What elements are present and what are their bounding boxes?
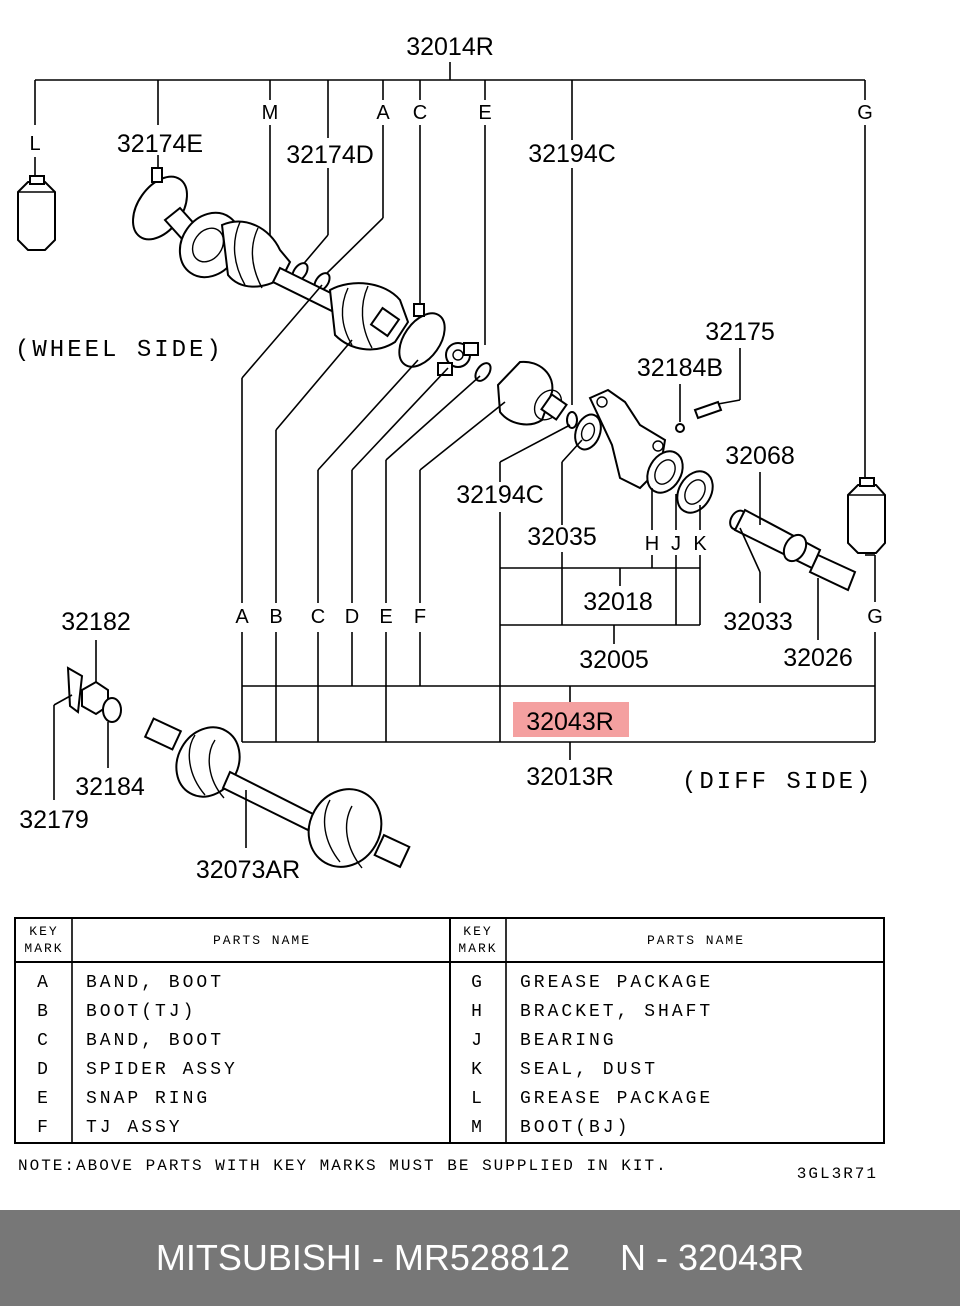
mark-B-mid: B — [269, 606, 282, 628]
grease-package-L — [17, 175, 56, 251]
upper-shaft-assembly — [132, 167, 857, 592]
table-row-name: GREASE PACKAGE — [520, 1089, 713, 1109]
table-row-key: A — [37, 973, 51, 993]
table-row-name: BOOT(TJ) — [86, 1002, 196, 1022]
table-row-name: BRACKET, SHAFT — [520, 1002, 713, 1022]
callout-32194C-top: 32194C — [528, 140, 616, 168]
mark-M-top: M — [262, 102, 279, 124]
bracket-32043R — [241, 625, 876, 742]
mark-G-top: G — [857, 102, 873, 124]
mark-E-top: E — [478, 102, 491, 124]
mark-G-mid: G — [867, 606, 883, 628]
mark-F-mid: F — [414, 606, 426, 628]
table-row-name: SEAL, DUST — [520, 1060, 658, 1080]
table-right-rows: G GREASE PACKAGE H BRACKET, SHAFT J BEAR… — [471, 973, 713, 1138]
table-row-key: F — [37, 1118, 51, 1138]
diagram-code: 3GL3R71 — [797, 1165, 878, 1183]
table-row-name: BEARING — [520, 1031, 617, 1051]
table-row-name: BAND, BOOT — [86, 973, 224, 993]
callout-32073AR: 32073AR — [196, 856, 300, 884]
mark-D-mid: D — [345, 606, 359, 628]
table-left-rows: A BAND, BOOT B BOOT(TJ) C BAND, BOOT D S… — [37, 973, 238, 1138]
bracket-32014R — [34, 62, 866, 140]
callout-32068: 32068 — [725, 442, 795, 470]
table-row-key: J — [471, 1031, 485, 1051]
callout-32005: 32005 — [579, 646, 649, 674]
footer-bar: MITSUBISHI - MR528812 N - 32043R — [0, 1210, 960, 1306]
table-header-name-right: PARTS NAME — [647, 933, 745, 948]
table-header-key-left-1: KEY — [29, 924, 58, 939]
table-row-key: D — [37, 1060, 51, 1080]
table-row-name: BAND, BOOT — [86, 1031, 224, 1051]
callout-32194C-mid: 32194C — [456, 481, 544, 509]
callout-32179: 32179 — [19, 806, 89, 834]
table-header-name-left: PARTS NAME — [213, 933, 311, 948]
nut-and-pin — [66, 666, 122, 723]
assembled-shaft-32073AR — [143, 717, 411, 869]
callout-32184B: 32184B — [637, 354, 723, 382]
footer-part-info: MITSUBISHI - MR528812 N - 32043R — [155, 1237, 805, 1278]
callout-32014R: 32014R — [406, 33, 494, 61]
table-row-key: G — [471, 973, 485, 993]
table-row-name: BOOT(BJ) — [520, 1118, 630, 1138]
mark-E-mid: E — [379, 606, 392, 628]
table-row-name: SPIDER ASSY — [86, 1060, 238, 1080]
callout-32184: 32184 — [75, 773, 145, 801]
table-row-key: L — [471, 1089, 485, 1109]
kit-note: NOTE:ABOVE PARTS WITH KEY MARKS MUST BE … — [18, 1157, 668, 1175]
table-row-key: E — [37, 1089, 51, 1109]
callout-32026: 32026 — [783, 644, 853, 672]
mark-K: K — [693, 533, 707, 555]
table-header-key-right-1: KEY — [463, 924, 492, 939]
mark-C-mid: C — [311, 606, 325, 628]
mark-A-top: A — [376, 102, 390, 124]
mark-H: H — [645, 533, 659, 555]
table-row-key: C — [37, 1031, 51, 1051]
table-header-key-left-2: MARK — [24, 941, 63, 956]
callout-32018: 32018 — [583, 588, 653, 616]
mark-L-top: L — [29, 133, 40, 155]
table-row-name: GREASE PACKAGE — [520, 973, 713, 993]
mark-J: J — [671, 533, 681, 555]
key-mark-table — [14, 917, 885, 1144]
highlight-32043R — [513, 702, 629, 737]
table-row-key: M — [471, 1118, 485, 1138]
grease-package-G — [847, 477, 886, 554]
table-row-key: K — [471, 1060, 485, 1080]
callout-32043R: 32043R — [526, 708, 614, 736]
mark-A-mid: A — [235, 606, 249, 628]
callout-32182: 32182 — [61, 608, 131, 636]
callout-32174D: 32174D — [286, 141, 374, 169]
table-header-key-right-2: MARK — [458, 941, 497, 956]
table-row-key: B — [37, 1002, 51, 1022]
callout-32035: 32035 — [527, 523, 597, 551]
diff-side-label: (DIFF SIDE) — [682, 769, 873, 796]
callout-32174E: 32174E — [117, 130, 203, 158]
callout-32013R: 32013R — [526, 763, 614, 791]
table-row-name: TJ ASSY — [86, 1118, 183, 1138]
wheel-side-label: (WHEEL SIDE) — [15, 337, 224, 364]
bracket-32013R — [242, 741, 875, 760]
mark-C-top: C — [413, 102, 427, 124]
callout-32175: 32175 — [705, 318, 775, 346]
table-row-name: SNAP RING — [86, 1089, 210, 1109]
bracket-32018 — [500, 567, 700, 586]
callout-32033: 32033 — [723, 608, 793, 636]
parts-diagram: 32014R L M A C E G 32174E 32174D 32194C … — [14, 33, 886, 1183]
bracket-32005 — [499, 568, 700, 644]
table-row-key: H — [471, 1002, 485, 1022]
